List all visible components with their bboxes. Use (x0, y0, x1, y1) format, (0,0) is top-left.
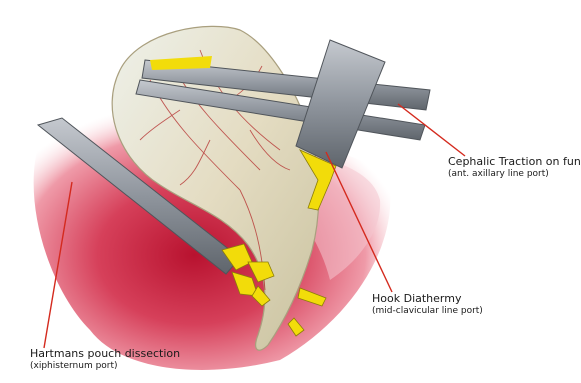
callout-hook-diathermy: Hook Diathermy (mid-clavicular line port… (372, 293, 483, 316)
callout-hartmans-title: Hartmans pouch dissection (30, 348, 180, 361)
callout-cephalic-traction: Cephalic Traction on fundus (ant. axilla… (448, 156, 581, 179)
callout-cephalic-title: Cephalic Traction on fundus (448, 156, 581, 169)
callout-hook-title: Hook Diathermy (372, 293, 483, 306)
callout-hartmans-pouch: Hartmans pouch dissection (xiphisternum … (30, 348, 180, 371)
callout-hook-subtitle: (mid-clavicular line port) (372, 306, 483, 316)
callout-cephalic-subtitle: (ant. axillary line port) (448, 169, 581, 179)
callout-hartmans-subtitle: (xiphisternum port) (30, 361, 180, 371)
